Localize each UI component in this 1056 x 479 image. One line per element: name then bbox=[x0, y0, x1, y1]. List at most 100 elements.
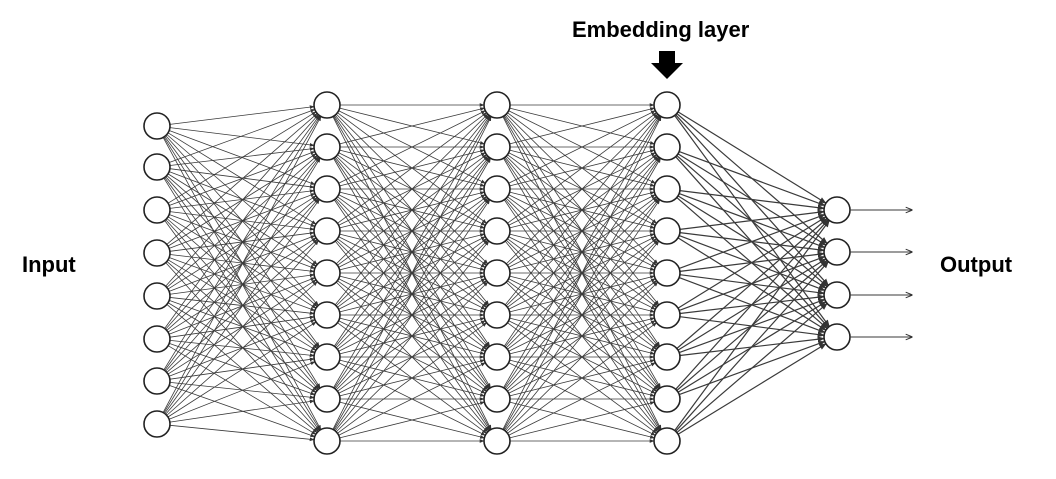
neuron-node bbox=[483, 301, 511, 329]
embedding-layer-label: Embedding layer bbox=[572, 17, 750, 42]
neuron-node bbox=[313, 175, 341, 203]
neuron-node bbox=[143, 196, 171, 224]
neuron-node bbox=[823, 323, 851, 351]
connection-edge bbox=[335, 281, 489, 433]
connection-edge bbox=[167, 259, 317, 351]
neuron-node bbox=[143, 112, 171, 140]
connection-edge bbox=[509, 107, 655, 145]
connection-edge bbox=[167, 321, 317, 418]
connection-edge bbox=[169, 384, 316, 438]
connection-edge bbox=[678, 150, 826, 207]
connection-edge bbox=[677, 111, 827, 204]
connection-edge bbox=[169, 171, 316, 227]
connection-edge bbox=[334, 114, 490, 306]
connection-edge bbox=[677, 343, 827, 435]
neuron-node bbox=[313, 259, 341, 287]
connection-edge bbox=[169, 231, 315, 252]
connection-edge bbox=[503, 199, 661, 431]
connection-edge bbox=[508, 362, 656, 436]
connection-edge bbox=[507, 112, 657, 224]
connection-edge bbox=[165, 114, 319, 287]
connection-edge bbox=[678, 213, 826, 270]
connection-edge bbox=[504, 240, 660, 432]
connection-edge bbox=[507, 322, 657, 434]
neurons bbox=[143, 91, 851, 455]
connection-edge bbox=[338, 362, 486, 436]
neuron-node bbox=[823, 196, 851, 224]
connection-edge bbox=[163, 157, 321, 414]
connection-edge bbox=[164, 199, 320, 414]
connection-edge bbox=[167, 111, 317, 204]
connection-edge bbox=[338, 110, 486, 184]
connection-edge bbox=[674, 219, 830, 431]
connection-edge bbox=[503, 115, 661, 388]
neuron-node bbox=[653, 91, 681, 119]
connection-edge bbox=[337, 322, 487, 434]
connection-edge bbox=[165, 262, 319, 432]
neuron-node bbox=[823, 281, 851, 309]
connection-edge bbox=[167, 216, 317, 309]
neuron-node bbox=[483, 259, 511, 287]
connection-edge bbox=[503, 115, 661, 347]
connection-edge bbox=[333, 115, 491, 388]
neuron-node bbox=[653, 343, 681, 371]
connection-edge bbox=[169, 211, 315, 231]
neuron-node bbox=[653, 175, 681, 203]
connection-edge bbox=[675, 219, 829, 390]
connection-edge bbox=[335, 113, 489, 265]
connection-edge bbox=[167, 173, 317, 267]
connection-edge bbox=[505, 113, 659, 265]
neuron-node bbox=[823, 238, 851, 266]
neuron-node bbox=[143, 153, 171, 181]
connection-edge bbox=[169, 357, 315, 380]
connection-edge bbox=[339, 107, 485, 145]
neuron-node bbox=[143, 239, 171, 267]
connection-edge bbox=[162, 116, 322, 413]
connection-edge bbox=[676, 218, 828, 349]
connection-edge bbox=[169, 147, 315, 166]
neuron-node bbox=[653, 301, 681, 329]
connection-edge bbox=[333, 157, 491, 430]
neuron-node bbox=[483, 133, 511, 161]
neuron-node bbox=[653, 217, 681, 245]
connection-edge bbox=[679, 189, 825, 211]
connection-edge bbox=[165, 219, 319, 390]
connection-edge bbox=[166, 281, 318, 416]
connection-edge bbox=[508, 110, 656, 184]
neuron-node bbox=[313, 301, 341, 329]
connection-edge bbox=[169, 109, 316, 163]
connection-edge bbox=[337, 112, 487, 224]
neuron-node bbox=[143, 367, 171, 395]
connection-edge bbox=[169, 254, 315, 273]
neuron-node bbox=[653, 385, 681, 413]
connection-edge bbox=[168, 361, 316, 420]
neuron-node bbox=[313, 217, 341, 245]
connection-edge bbox=[169, 424, 315, 442]
connection-edge bbox=[334, 240, 490, 432]
down-arrow-icon bbox=[651, 51, 683, 79]
connection-edge bbox=[165, 176, 319, 348]
connection-edge bbox=[167, 302, 317, 393]
neuron-node bbox=[483, 91, 511, 119]
neuron-node bbox=[483, 427, 511, 455]
connection-edge bbox=[504, 114, 660, 306]
connection-edge bbox=[679, 209, 825, 231]
connection-edge bbox=[169, 168, 315, 189]
neuron-node bbox=[143, 410, 171, 438]
connection-edge bbox=[677, 216, 827, 309]
connection-edge bbox=[333, 199, 491, 431]
neuron-node bbox=[313, 91, 341, 119]
neuron-node bbox=[143, 325, 171, 353]
connection-edge bbox=[164, 115, 320, 329]
connection-edge bbox=[333, 115, 491, 347]
connection-edge bbox=[163, 115, 321, 371]
connection-edge bbox=[509, 401, 655, 439]
connection-edge bbox=[169, 189, 315, 209]
connection-edge bbox=[339, 401, 485, 439]
connection-edge bbox=[169, 381, 315, 400]
connection-edge bbox=[169, 257, 316, 311]
neuron-node bbox=[653, 259, 681, 287]
neuron-node bbox=[313, 343, 341, 371]
output-label: Output bbox=[940, 252, 1013, 277]
